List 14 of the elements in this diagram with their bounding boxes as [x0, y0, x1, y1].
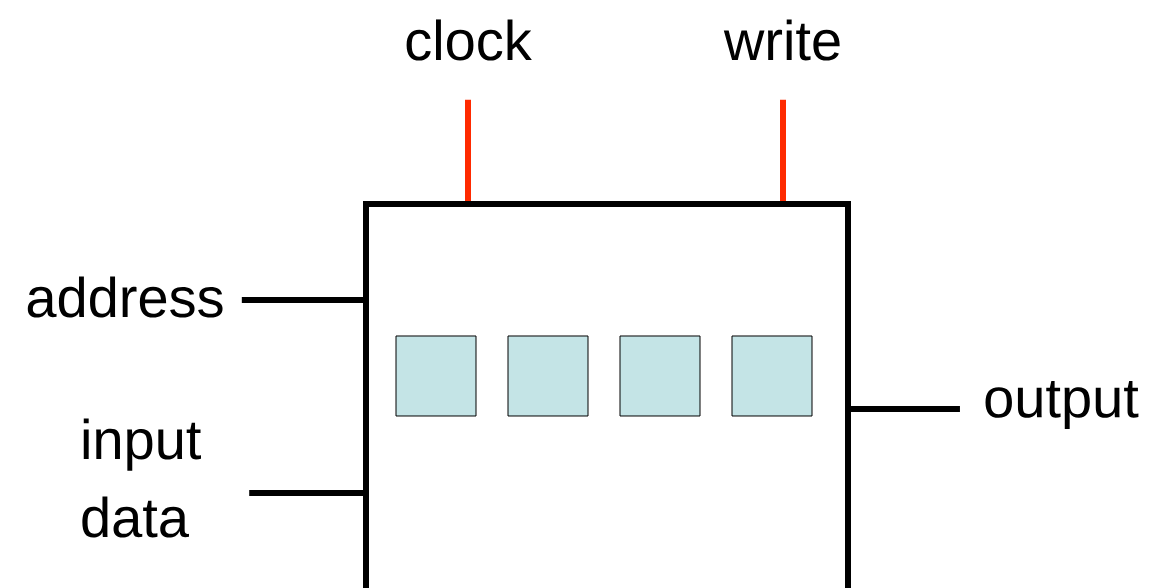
- signal-line: [851, 406, 960, 412]
- memory-cell: [731, 335, 813, 417]
- memory-cell: [395, 335, 477, 417]
- memory-cell: [507, 335, 589, 417]
- signal-line: [465, 99, 471, 201]
- signal-line: [780, 99, 786, 201]
- signal-label: write: [723, 19, 840, 61]
- signal-label: output: [985, 381, 1139, 429]
- signal-label: input data: [82, 418, 201, 538]
- memory-cell: [619, 335, 701, 417]
- signal-line: [249, 490, 363, 496]
- signal-label: address: [27, 276, 223, 318]
- signal-line: [241, 297, 363, 303]
- signal-label: clock: [406, 19, 532, 61]
